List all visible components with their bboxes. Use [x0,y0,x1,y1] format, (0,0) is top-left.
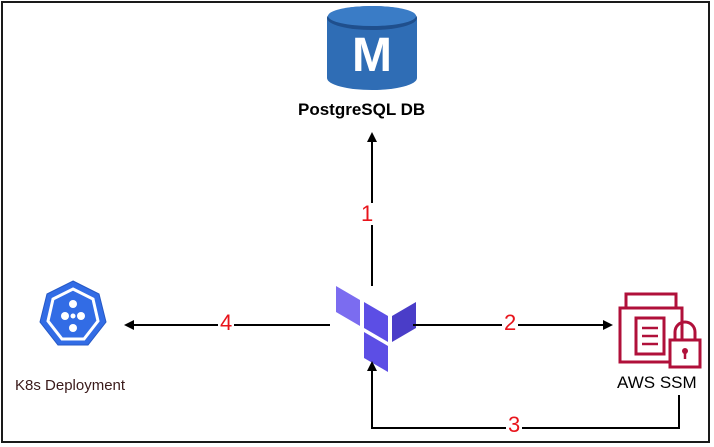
step-2-label: 2 [502,310,519,335]
database-letter: M [352,29,392,82]
aws-ssm-icon [618,292,684,364]
terraform-icon [336,286,416,372]
lock-icon [668,320,702,369]
step-3-label: 3 [506,412,523,437]
db-label: PostgreSQL DB [298,100,426,119]
ssm-label: AWS SSM [617,373,697,392]
edge-ssm-to-terraform [367,361,680,429]
step-1-label: 1 [359,201,376,226]
database-icon: M [327,6,417,90]
k8s-label: K8s Deployment [15,377,126,394]
kubernetes-icon [39,280,107,346]
step-4-label: 4 [218,310,235,335]
